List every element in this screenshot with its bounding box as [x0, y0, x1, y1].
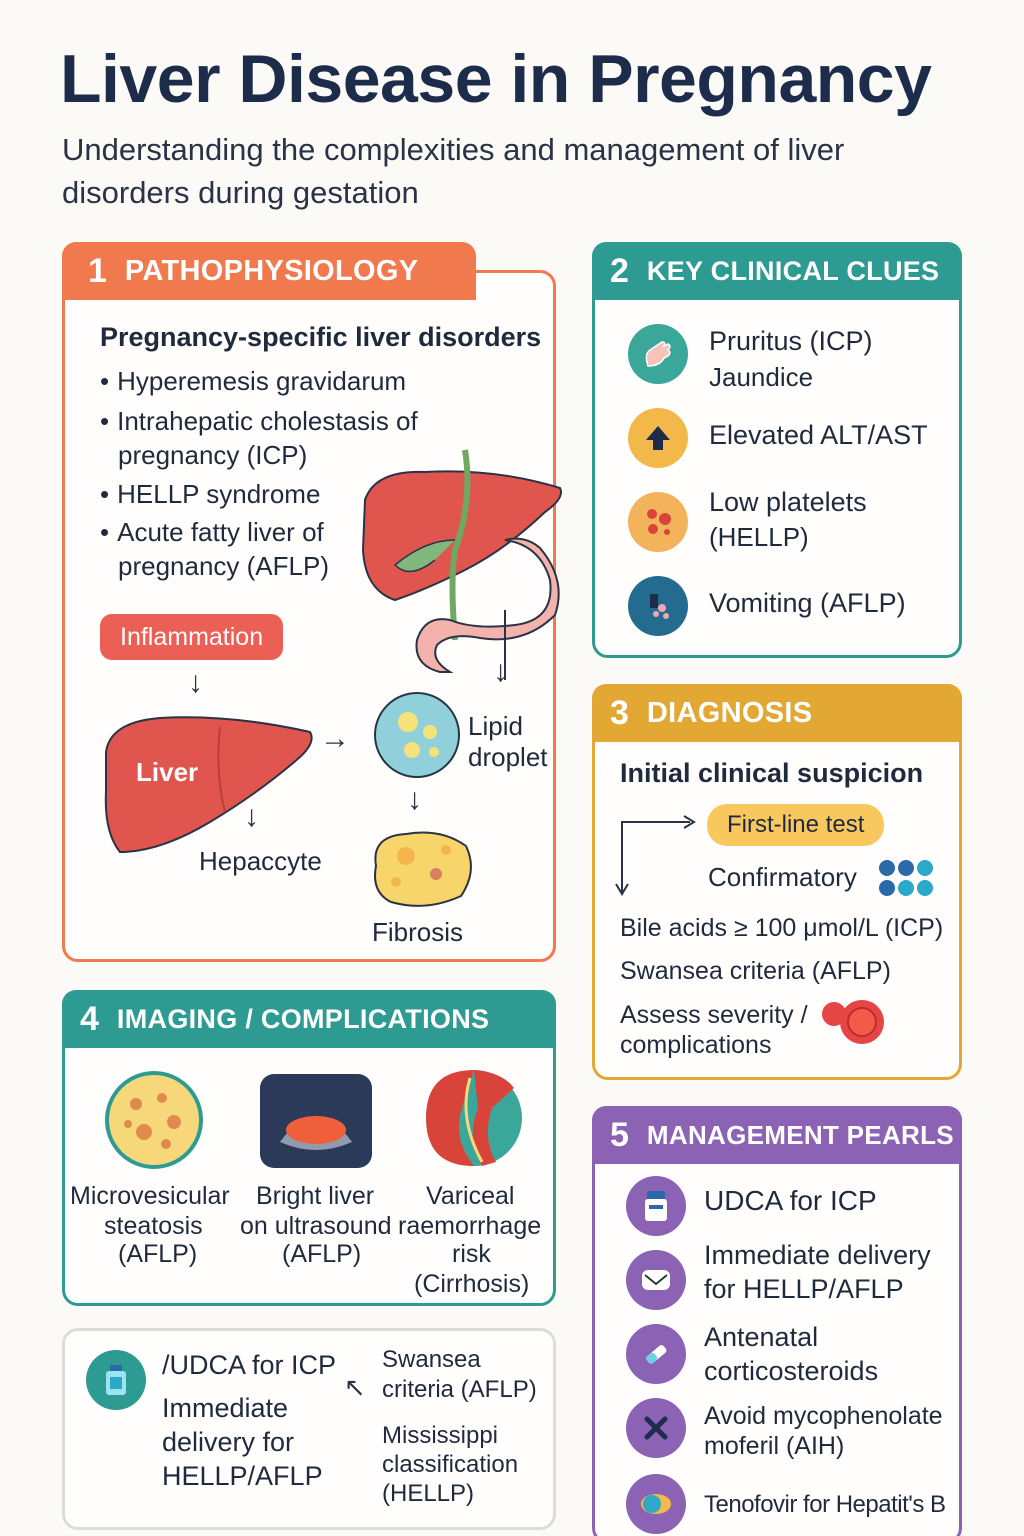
arrow-down-inflammation: ↓: [188, 666, 203, 699]
section-label: KEY CLINICAL CLUES: [646, 255, 940, 286]
dots-icon: [879, 860, 933, 896]
section-label: DIAGNOSIS: [646, 696, 813, 729]
page-subtitle: Understanding the complexities and manag…: [62, 132, 845, 210]
section-label: MANAGEMENT PEARLS: [646, 1119, 954, 1150]
pathophysiology-tab: 1 PATHOPHYSIOLOGY: [62, 242, 476, 300]
clue-jaundice: Jaundice: [709, 362, 814, 392]
summary-swansea-2: criteria (AFLP): [382, 1376, 537, 1403]
bile-acids-line: Bile acids ≥ 100 μmol/L (ICP): [620, 914, 944, 942]
alert-circles-icon: [822, 1000, 884, 1044]
pearl-delivery-2: for HELLP/AFLP: [704, 1274, 904, 1304]
arrow-down-stomach: ↓: [493, 655, 508, 688]
pill-bottle-icon: [626, 1176, 686, 1236]
diagnosis-card: [592, 712, 962, 1080]
steatosis-label-2: steatosis: [104, 1212, 203, 1240]
steatosis-label-3: (AFLP): [118, 1240, 198, 1268]
section-number: 5: [610, 1115, 629, 1154]
clue-low-platelets: Low platelets: [709, 487, 867, 517]
swansea-line: Swansea criteria (AFLP): [620, 957, 891, 985]
bullet-icp-cont: pregnancy (ICP): [118, 440, 308, 470]
varices-label-1: Variceal: [426, 1182, 515, 1210]
varices-label-3: risk: [452, 1240, 491, 1268]
summary-mississippi-3: (HELLP): [382, 1480, 475, 1507]
fibrosis-label: Fibrosis: [372, 917, 464, 947]
complications-line: complications: [620, 1031, 772, 1059]
first-line-test-badge: First-line test: [707, 804, 885, 846]
arrow-down-liver: ↓: [244, 800, 259, 833]
liver-stomach-illustration: [361, 449, 562, 680]
confirmatory-label: Confirmatory: [708, 862, 857, 892]
summary-immediate: Immediate: [162, 1393, 289, 1423]
management-tab: 5 MANAGEMENT PEARLS: [592, 1106, 962, 1164]
imaging-tab: 4 IMAGING / COMPLICATIONS: [62, 990, 556, 1048]
syringe-icon: [626, 1324, 686, 1384]
arrow-down-lipid: ↓: [407, 783, 422, 816]
varices-icon: [426, 1070, 522, 1166]
bullet-aflp-cont: pregnancy (AFLP): [118, 551, 329, 581]
pearl-avoid-2: moferil (AIH): [704, 1432, 845, 1460]
summary-mississippi-2: classification: [382, 1451, 519, 1478]
clue-vomiting: Vomiting (AFLP): [709, 588, 906, 618]
lipid-droplet-icon: [374, 692, 460, 778]
pearl-antenatal-2: corticosteroids: [704, 1356, 879, 1386]
clue-pruritus: Pruritus (ICP): [709, 326, 873, 356]
pearl-udca: UDCA for ICP: [704, 1185, 877, 1216]
summary-card: [62, 1328, 556, 1530]
section-number: 2: [610, 251, 629, 290]
droplet-label: droplet: [468, 742, 548, 772]
summary-mississippi-1: Mississippi: [382, 1422, 499, 1449]
varices-label-2: raemorrhage: [398, 1212, 542, 1240]
severity-line: Assess severity /: [620, 1001, 808, 1029]
platelets-icon: [628, 492, 688, 552]
pathophysiology-heading: Pregnancy-specific liver disorders: [100, 322, 542, 352]
lipid-label: Lipid: [468, 711, 523, 741]
liver-label: Liver: [136, 757, 199, 787]
ultrasound-icon: [260, 1074, 372, 1168]
summary-udca: /UDCA for ICP: [162, 1350, 337, 1380]
hepatocyte-label: Hepaccyte: [199, 846, 322, 876]
clue-hellp: (HELLP): [709, 522, 809, 552]
ultrasound-label-2: on ultrasound: [240, 1212, 392, 1240]
arrow-right-liver: →: [320, 722, 350, 755]
ultrasound-label-3: (AFLP): [282, 1240, 362, 1268]
clinical-clues-tab: 2 KEY CLINICAL CLUES: [592, 242, 962, 300]
bullet-hellp: HELLP syndrome: [100, 479, 320, 510]
liver-illustration: [104, 716, 313, 854]
bullet-hyperemesis: Hyperemesis gravidarum: [100, 366, 406, 397]
ultrasound-label-1: Bright liver: [256, 1182, 375, 1210]
varices-label-4: (Cirrhosis): [414, 1270, 530, 1298]
arrow-up-left: ↖: [344, 1372, 366, 1402]
section-label: IMAGING / COMPLICATIONS: [116, 1003, 490, 1034]
hand-icon: [628, 324, 688, 384]
pearl-delivery-1: Immediate delivery: [704, 1240, 931, 1270]
pearl-avoid-1: Avoid mycophenolate: [704, 1402, 943, 1430]
pearl-tenofovir: Tenofovir for Hepatit's B: [704, 1491, 946, 1518]
bullet-aflp: Acute fatty liver of: [100, 517, 324, 548]
pearl-antenatal-1: Antenatal: [704, 1322, 819, 1352]
section-number: 4: [80, 999, 99, 1038]
steatosis-icon: [105, 1071, 203, 1169]
summary-delivery: delivery for: [162, 1427, 295, 1457]
avoid-x-icon: [626, 1398, 686, 1458]
flow-arrows: [615, 815, 696, 896]
tenofovir-pill-icon: [626, 1474, 686, 1534]
steatosis-label-1: Microvesicular: [70, 1182, 230, 1210]
vomiting-icon: [628, 576, 688, 636]
fibrosis-icon: [374, 831, 472, 907]
section-number: 1: [88, 251, 107, 290]
diagnosis-tab: 3 DIAGNOSIS: [592, 684, 962, 742]
page-title: Liver Disease in Pregnancy: [60, 41, 932, 117]
medicine-bottle-icon: [86, 1350, 146, 1410]
diagnosis-heading: Initial clinical suspicion: [620, 758, 924, 788]
delivery-icon: [626, 1250, 686, 1310]
section-number: 3: [610, 693, 629, 732]
inflammation-badge: Inflammation: [100, 614, 284, 660]
summary-swansea-1: Swansea: [382, 1346, 481, 1373]
bullet-icp: Intrahepatic cholestasis of: [100, 406, 418, 437]
arrow-up-icon: [628, 408, 688, 468]
summary-hellp-aflp: HELLP/AFLP: [162, 1461, 323, 1491]
clue-alt-ast: Elevated ALT/AST: [709, 420, 928, 450]
section-label: PATHOPHYSIOLOGY: [124, 254, 419, 287]
